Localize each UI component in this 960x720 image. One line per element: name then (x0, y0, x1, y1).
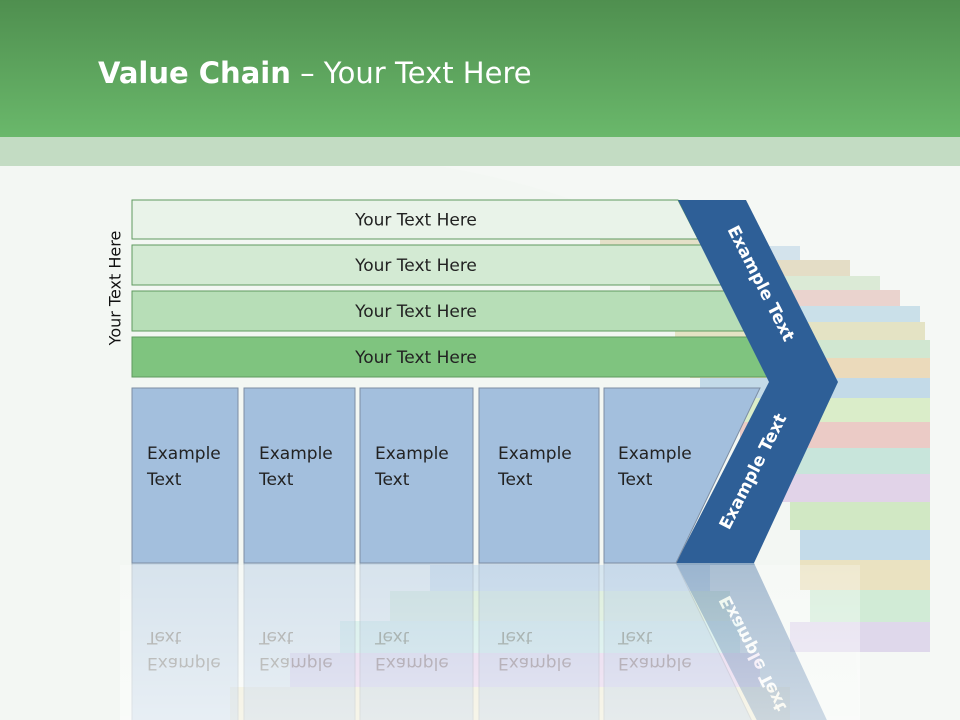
activity-box-1 (131, 387, 239, 564)
chevron-arrow-top (678, 200, 838, 382)
activity-box-3-line2: Text (374, 470, 410, 490)
chevron-arrow-bottom (676, 382, 838, 563)
band-label-1: Your Text Here (354, 211, 477, 231)
band-label-3: Your Text Here (354, 302, 477, 322)
activity-box-3-line1: Example (375, 444, 449, 464)
title-rest: – Your Text Here (290, 56, 532, 90)
header-band (0, 0, 960, 137)
activity-box-5-line2: Text (617, 470, 653, 490)
activity-box-3 (359, 387, 474, 564)
title-bold: Value Chain (98, 56, 291, 90)
band-label-4: Your Text Here (354, 348, 477, 368)
activity-box-4-line1: Example (498, 444, 572, 464)
activity-box-2-line1: Example (259, 444, 333, 464)
activity-box-5-line1: Example (618, 444, 692, 464)
activity-box-5 (603, 387, 761, 564)
activity-box-4 (478, 387, 600, 564)
activity-box-1-line1: Example (147, 444, 221, 464)
activity-box-4-line2: Text (497, 470, 533, 490)
activity-box-1-line2: Text (146, 470, 182, 490)
activity-box-2-line2: Text (258, 470, 294, 490)
header-sub-band (0, 137, 960, 166)
slide-title: Value Chain – Your Text Here (98, 55, 532, 91)
activity-box-2 (243, 387, 356, 564)
band-label-2: Your Text Here (354, 256, 477, 276)
